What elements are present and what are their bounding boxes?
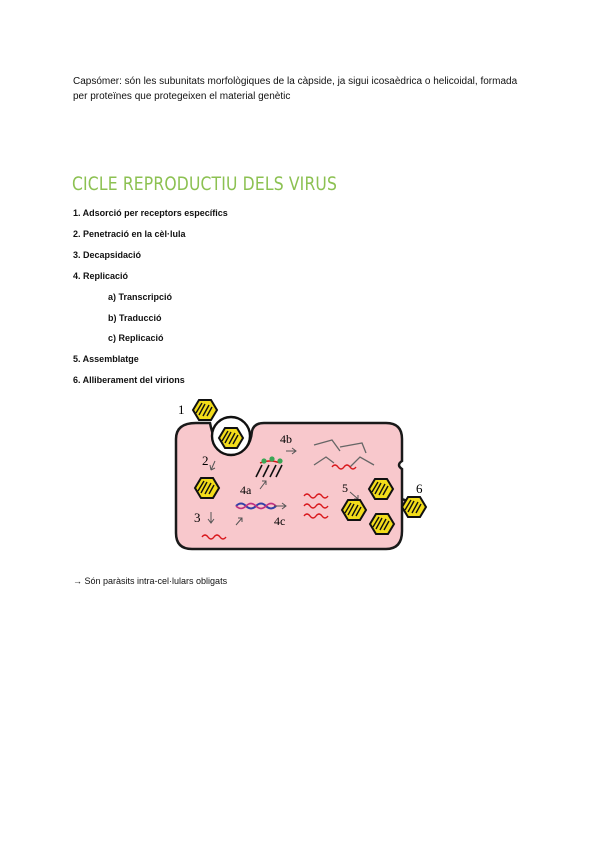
obligate-parasites-note: → Són paràsits intra-cel·lulars obligats [73,576,228,586]
step-alliberament: 6. Alliberament del virions [73,374,185,385]
assembled-virion-icon-2 [341,499,367,521]
capsomer-definition: Capsómer: són les subunitats morfològiqu… [73,76,518,102]
substep-transcripcio: a) Transcripció [108,292,173,302]
uncoating-virion-icon [194,477,220,499]
label-1: 1 [178,402,185,417]
label-4a: 4a [240,483,252,497]
step-decapsidacio: 3. Decapsidació [73,250,142,260]
label-3: 3 [194,510,201,525]
capsid-protein-icon [313,439,375,468]
reproduction-steps-list: 1. Adsorció per receptors específics 2. … [73,207,228,395]
substep-replicacio: c) Replicació [108,333,164,343]
step-assemblatge: 5. Assemblatge [73,353,139,364]
adsorbed-virion-icon [192,399,218,421]
assembled-virion-icon-1 [368,478,394,500]
step-adsorcio: 1. Adsorció per receptors específics [73,208,228,218]
substep-traduccio: b) Traducció [108,312,162,323]
assembled-virion-icon-3 [369,513,395,535]
label-2: 2 [202,453,209,468]
step-replicacio: 4. Replicació [73,271,129,281]
label-4b: 4b [280,432,292,446]
virus-cycle-diagram: 1 2 3 4a 4b 4c 5 6 [174,399,427,551]
releasing-virion-icon [401,496,427,518]
label-5: 5 [342,481,348,495]
label-6: 6 [416,481,423,496]
ribosome-translation-icon [255,456,283,478]
label-4c: 4c [274,514,285,528]
section-heading: CICLE REPRODUCTIU DELS VIRUS [72,173,338,195]
entering-virion-icon [218,427,244,449]
step-penetracio: 2. Penetració en la cèl·lula [73,229,186,239]
